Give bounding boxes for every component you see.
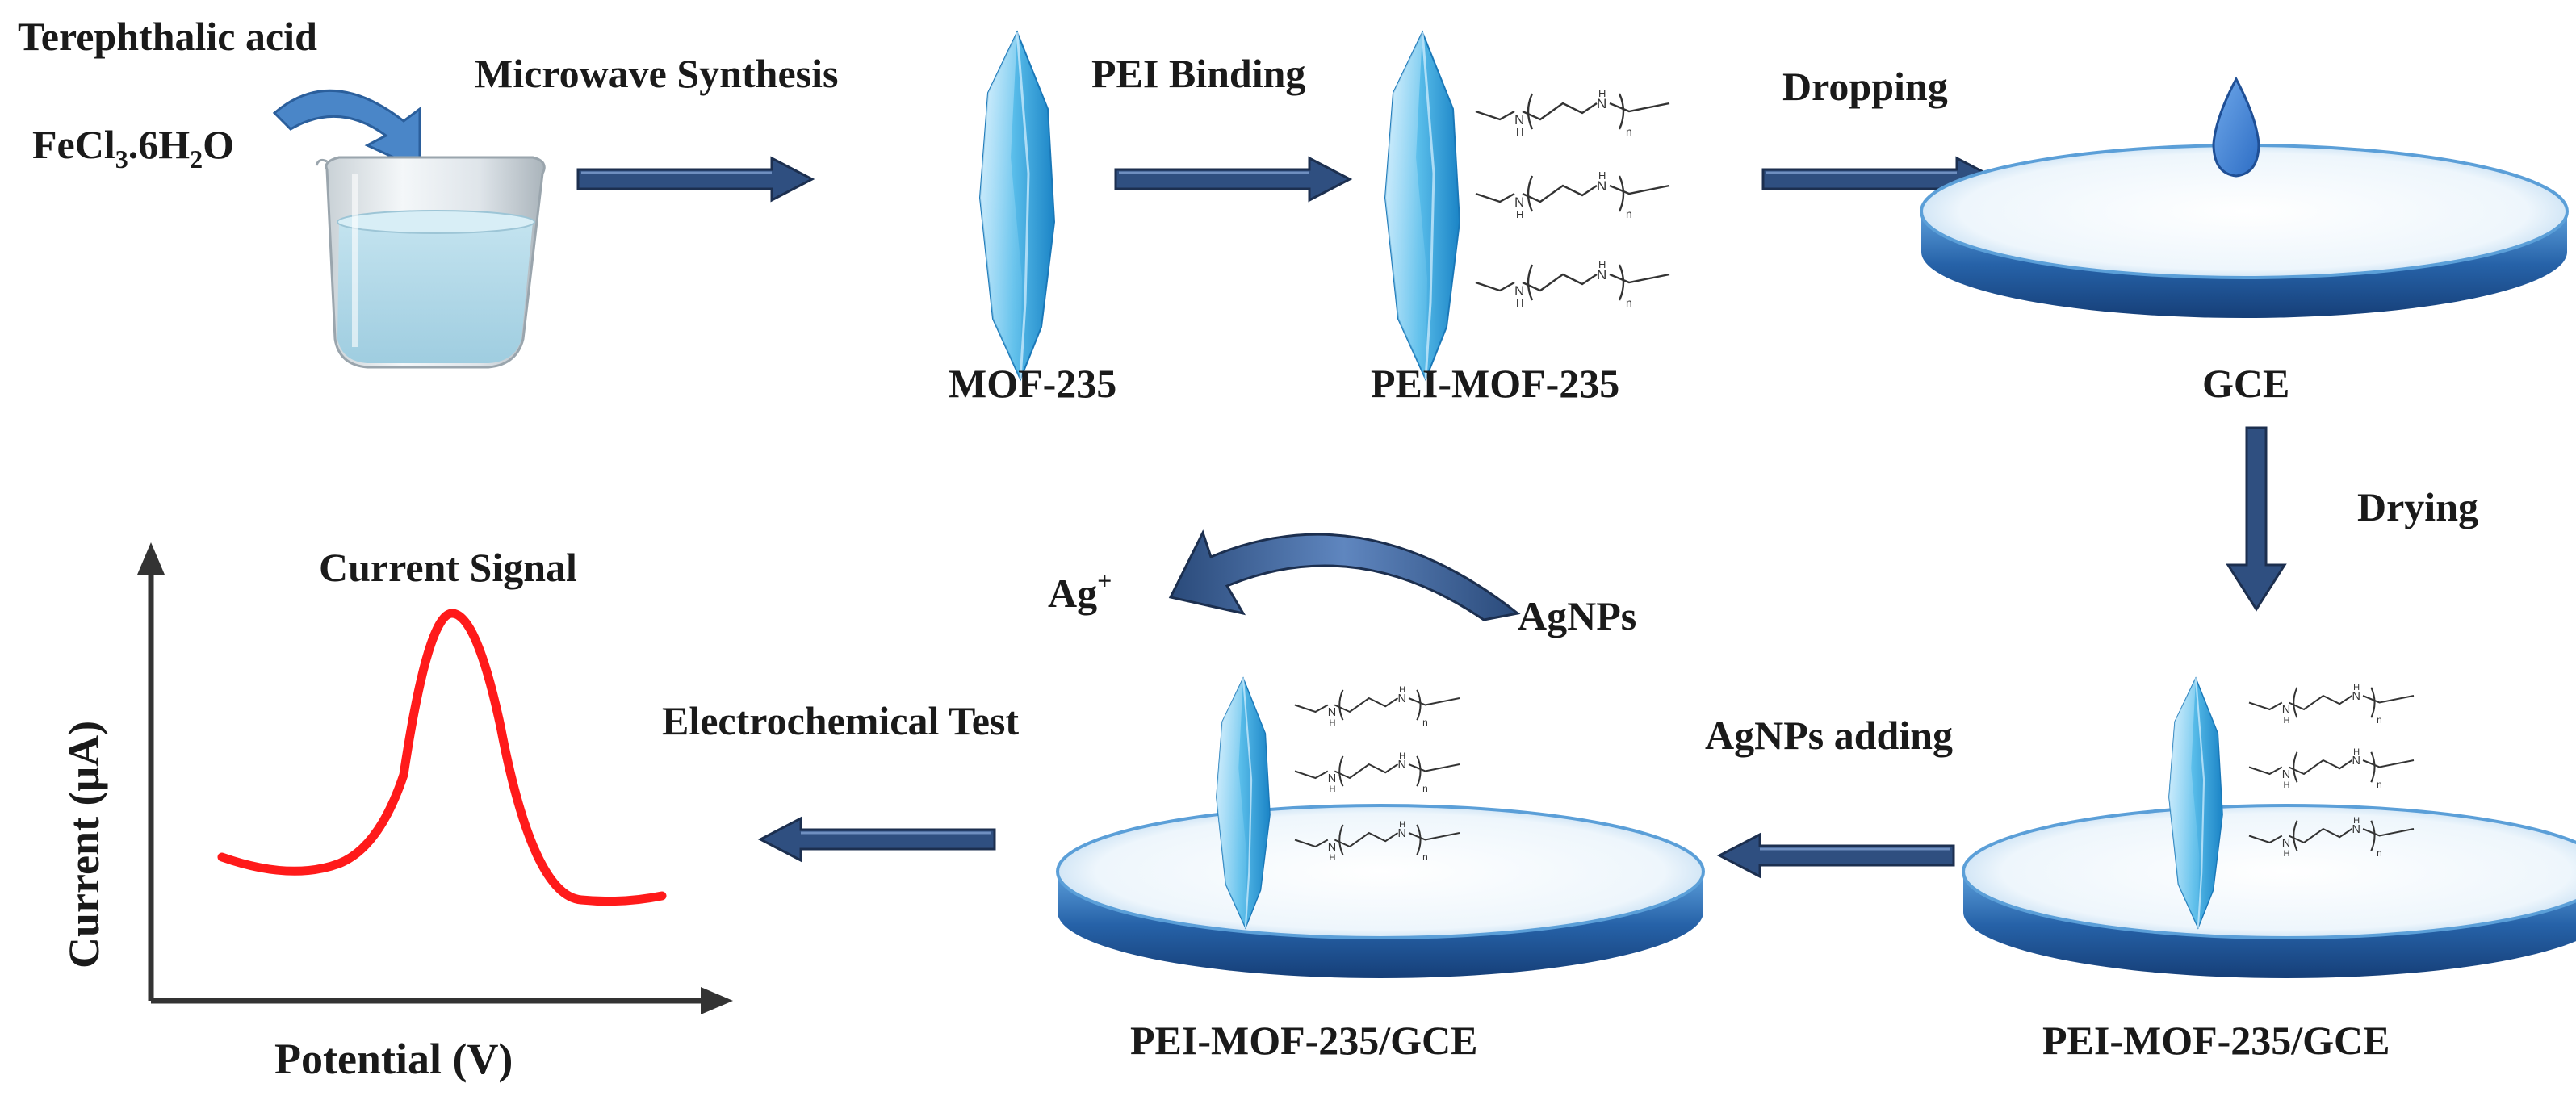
pei-chain [1474,257,1671,311]
curved-reduction-arrow-icon [1168,529,1521,621]
mof-crystal-icon [1384,31,1461,381]
x-axis-arrowhead [701,987,733,1014]
reagent-fecl3: FeCl3.6H2O [32,122,234,174]
label-agnps-adding: AgNPs adding [1705,713,1953,758]
arrow-microwave-synthesis [576,157,814,202]
curved-pour-arrow-icon [272,89,421,172]
label-pei-mof-235-gce-middle: PEI-MOF-235/GCE [1130,1018,1478,1063]
label-pei-binding: PEI Binding [1091,51,1305,96]
axis-x-label: Potential (V) [274,1035,513,1083]
pei-chain [1474,168,1671,222]
mof-crystal-icon [978,31,1056,381]
beaker-icon [315,156,546,369]
gce-disk-icon [1056,804,1705,980]
current-signal-curve [217,609,667,906]
label-current-signal: Current Signal [319,545,577,590]
label-electrochemical-test: Electrochemical Test [662,698,1019,743]
y-axis-arrowhead [137,542,165,575]
label-ag-ion: Ag+ [1048,566,1112,616]
reagent-terephthalic-acid: Terephthalic acid [18,14,317,59]
arrow-electrochemical-test [759,817,996,862]
signal-plot: Current Signal Current (μA) Potential (V… [60,542,733,1083]
label-mof-235: MOF-235 [949,361,1116,406]
label-gce: GCE [2202,361,2289,406]
axis-y-label: Current (μA) [60,721,108,968]
pei-chain [2247,682,2415,727]
arrow-pei-binding [1114,157,1351,202]
droplet-icon [2212,76,2260,178]
label-dropping: Dropping [1782,64,1948,109]
arrow-agnps-adding [1718,833,1955,878]
label-microwave-synthesis: Microwave Synthesis [475,51,838,96]
arrow-drying [2226,426,2287,612]
label-pei-mof-235-gce-right: PEI-MOF-235/GCE [2042,1018,2390,1063]
pei-chain [2247,747,2415,792]
pei-chain [1293,684,1461,730]
pei-chain [1293,751,1461,796]
pei-chain [1474,86,1671,140]
gce-disk-icon [1962,804,2576,980]
label-pei-mof-235: PEI-MOF-235 [1371,361,1619,406]
label-drying: Drying [2357,484,2478,529]
label-agnps: AgNPs [1518,593,1636,638]
